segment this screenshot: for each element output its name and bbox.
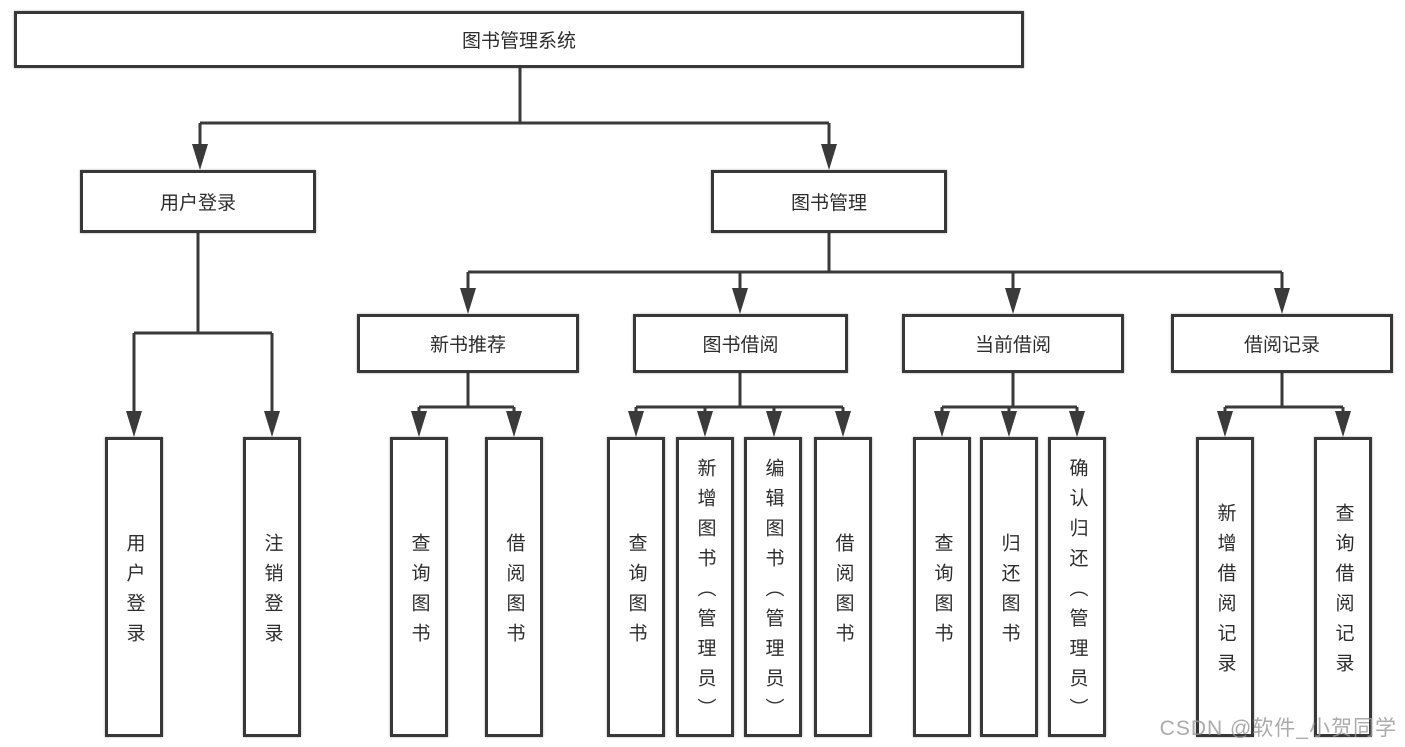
connector-book-borrow-to-leaves bbox=[628, 373, 851, 437]
leaf-cb-query-book: 查询图书 bbox=[913, 437, 971, 737]
leaf-nbr-query-book-label: 查询图书 bbox=[408, 532, 430, 653]
connector-user-login-to-leaves bbox=[126, 233, 280, 437]
connector-root-to-level2 bbox=[192, 68, 837, 170]
node-book-borrow: 图书借阅 bbox=[633, 314, 848, 373]
connector-borrow-record-to-leaves bbox=[1217, 373, 1351, 437]
leaf-user-login: 用户登录 bbox=[105, 437, 163, 737]
leaf-bb-add-book-admin-label: 新增图书（管理员） bbox=[694, 457, 716, 728]
node-current-borrow: 当前借阅 bbox=[902, 314, 1124, 373]
leaf-cb-query-book-label: 查询图书 bbox=[931, 532, 953, 653]
leaf-bb-query-book-label: 查询图书 bbox=[625, 532, 647, 653]
leaf-bb-borrow-book-label: 借阅图书 bbox=[832, 532, 854, 653]
node-book-management: 图书管理 bbox=[711, 170, 947, 233]
leaf-logout: 注销登录 bbox=[243, 437, 301, 737]
csdn-watermark: CSDN @软件_小贺同学 bbox=[1159, 717, 1397, 740]
leaf-br-add-record: 新增借阅记录 bbox=[1196, 437, 1254, 737]
leaf-cb-return-book-label: 归还图书 bbox=[998, 532, 1020, 653]
leaf-cb-confirm-return-admin-label: 确认归还（管理员） bbox=[1066, 457, 1088, 728]
leaf-br-query-record-label: 查询借阅记录 bbox=[1332, 502, 1354, 683]
leaf-bb-query-book: 查询图书 bbox=[607, 437, 665, 737]
leaf-bb-edit-book-admin-label: 编辑图书（管理员） bbox=[762, 457, 784, 728]
leaf-bb-edit-book-admin: 编辑图书（管理员） bbox=[744, 437, 802, 737]
leaf-bb-borrow-book: 借阅图书 bbox=[814, 437, 872, 737]
connector-new-book-recommend-to-leaves bbox=[411, 373, 522, 437]
leaf-bb-add-book-admin: 新增图书（管理员） bbox=[676, 437, 734, 737]
connector-current-borrow-to-leaves bbox=[934, 373, 1085, 437]
leaf-nbr-borrow-book: 借阅图书 bbox=[485, 437, 543, 737]
leaf-br-add-record-label: 新增借阅记录 bbox=[1214, 502, 1236, 683]
node-new-book-recommend: 新书推荐 bbox=[357, 314, 579, 373]
connector-book-management-to-level3 bbox=[460, 233, 1290, 314]
leaf-cb-return-book: 归还图书 bbox=[980, 437, 1038, 737]
node-user-login: 用户登录 bbox=[80, 170, 316, 233]
node-root-system: 图书管理系统 bbox=[14, 11, 1024, 68]
leaf-cb-confirm-return-admin: 确认归还（管理员） bbox=[1048, 437, 1106, 737]
leaf-br-query-record: 查询借阅记录 bbox=[1314, 437, 1372, 737]
leaf-nbr-query-book: 查询图书 bbox=[390, 437, 448, 737]
leaf-logout-label: 注销登录 bbox=[261, 532, 283, 653]
leaf-nbr-borrow-book-label: 借阅图书 bbox=[503, 532, 525, 653]
leaf-user-login-label: 用户登录 bbox=[123, 532, 145, 653]
node-borrow-record: 借阅记录 bbox=[1171, 314, 1393, 373]
